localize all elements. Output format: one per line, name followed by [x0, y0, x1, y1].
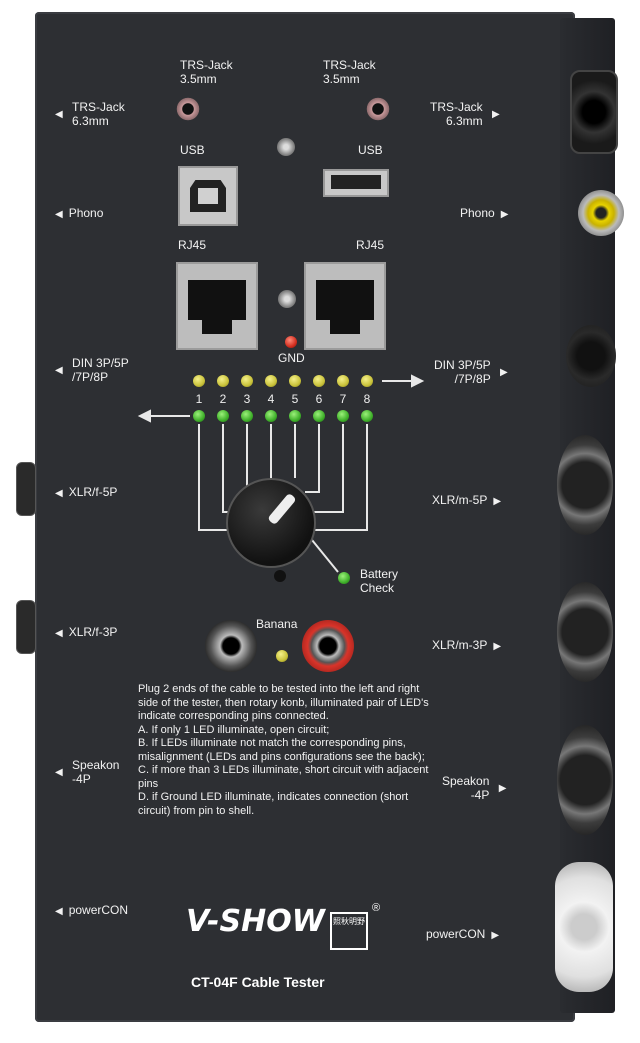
left-label-speakon: Speakon-4P [55, 758, 119, 786]
instructions-text: Plug 2 ends of the cable to be tested in… [138, 683, 429, 817]
powercon-socket[interactable] [555, 862, 613, 992]
rj45-port-right[interactable] [304, 262, 386, 350]
led-green-3 [241, 410, 253, 422]
pin-number: 2 [219, 392, 227, 406]
usb-b-port[interactable] [178, 166, 238, 226]
model-name: CT-04F Cable Tester [191, 974, 325, 990]
label-usb-right: USB [358, 143, 383, 157]
led-yellow-4 [265, 375, 277, 387]
led-green-8 [361, 410, 373, 422]
label-gnd: GND [278, 351, 305, 365]
pin-number: 1 [195, 392, 203, 406]
led-yellow-1 [193, 375, 205, 387]
left-label-phono: Phono [55, 206, 104, 222]
pin-number: 4 [267, 392, 275, 406]
pin-number: 6 [315, 392, 323, 406]
xlr-m5-socket[interactable] [557, 435, 613, 535]
battery-led [338, 572, 350, 584]
trs35-jack-left[interactable] [175, 96, 201, 122]
registered-mark: ® [372, 902, 381, 914]
label-rj45-left: RJ45 [178, 238, 207, 252]
right-label-xlrm3: XLR/m-3P [432, 638, 501, 654]
right-label-powercon: powerCON [426, 927, 499, 943]
left-label-powercon: powerCON [55, 903, 128, 919]
speakon-socket[interactable] [557, 725, 613, 835]
brand-cjk-mark: 照秋明野 [330, 912, 368, 950]
xlr-f3-latch[interactable] [16, 600, 36, 654]
pin-number: 5 [291, 392, 299, 406]
led-green-5 [289, 410, 301, 422]
screw-icon [278, 290, 296, 308]
screw-icon [277, 138, 295, 156]
right-label-din: DIN 3P/5P/7P/8P [434, 358, 508, 386]
label-usb-left: USB [180, 143, 205, 157]
gnd-led [285, 336, 297, 348]
left-label-din: DIN 3P/5P/7P/8P [55, 356, 129, 384]
left-label-xlrf3: XLR/f-3P [55, 625, 118, 641]
brand-logo: V-SHOW [186, 904, 325, 939]
pin-number: 8 [363, 392, 371, 406]
led-green-4 [265, 410, 277, 422]
led-green-2 [217, 410, 229, 422]
banana-jack-red[interactable] [302, 620, 354, 672]
led-yellow-3 [241, 375, 253, 387]
pin-number: 3 [243, 392, 251, 406]
led-yellow-8 [361, 375, 373, 387]
led-yellow-7 [337, 375, 349, 387]
led-green-6 [313, 410, 325, 422]
rotary-knob[interactable] [226, 478, 316, 568]
right-label-xlrm5: XLR/m-5P [432, 493, 501, 509]
led-green-1 [193, 410, 205, 422]
trs35-jack-right[interactable] [365, 96, 391, 122]
led-green-7 [337, 410, 349, 422]
left-label-xlrf5: XLR/f-5P [55, 485, 118, 501]
trs63-socket[interactable] [570, 70, 618, 154]
right-label-phono: Phono [460, 206, 508, 222]
din-socket[interactable] [566, 325, 616, 387]
knob-hole [274, 570, 286, 582]
rj45-port-left[interactable] [176, 262, 258, 350]
led-yellow-6 [313, 375, 325, 387]
right-label-speakon: Speakon-4P [442, 774, 506, 802]
banana-led [276, 650, 288, 662]
led-yellow-5 [289, 375, 301, 387]
led-yellow-2 [217, 375, 229, 387]
xlr-m3-socket[interactable] [557, 582, 613, 682]
label-rj45-right: RJ45 [356, 238, 385, 252]
label-banana: Banana [256, 617, 298, 631]
usb-a-port[interactable] [323, 169, 389, 197]
phono-rca-socket[interactable] [578, 190, 624, 236]
xlr-f5-latch[interactable] [16, 462, 36, 516]
pin-number: 7 [339, 392, 347, 406]
banana-jack-black[interactable] [205, 620, 257, 672]
